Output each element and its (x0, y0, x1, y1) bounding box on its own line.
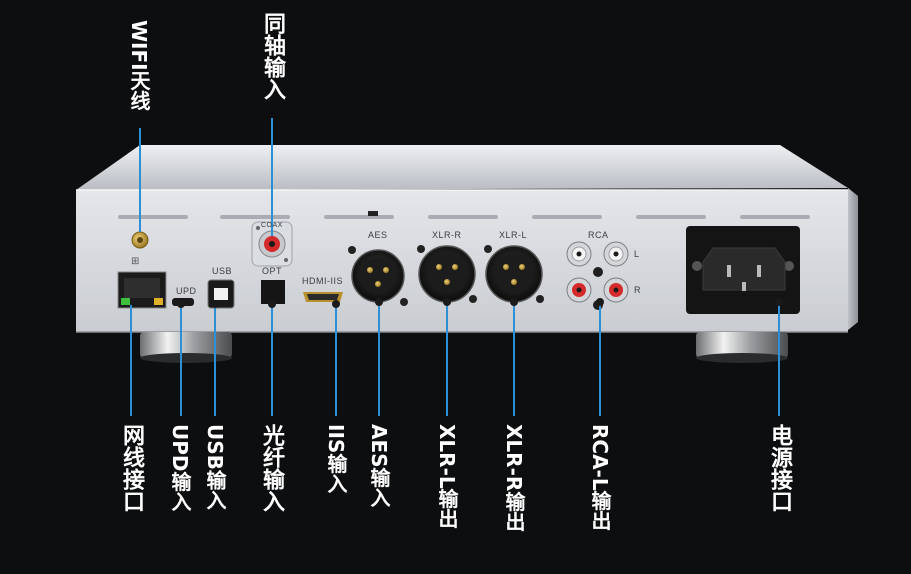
xlr-r-connector (417, 245, 477, 303)
wifi-antenna-connector (131, 231, 149, 249)
label-opt: OPT (262, 266, 283, 276)
ethernet-port (117, 271, 167, 309)
chassis-top (76, 145, 848, 190)
foot-right (696, 332, 788, 363)
label-rca-l: L (634, 249, 640, 259)
label-aes: AES (368, 230, 388, 240)
callout-aes-input: AES输入 (367, 424, 391, 508)
chassis-side (848, 188, 858, 330)
callout-rca-l-output: RCA-L输出 (588, 424, 612, 531)
callout-optical-input: 光纤输入 (259, 424, 284, 512)
rca-output-jacks (566, 241, 629, 310)
callout-xlr-r-output: XLR-R输出 (502, 424, 526, 532)
callout-xlr-l-output: XLR-L输出 (435, 424, 459, 529)
label-xlr-l: XLR-L (499, 230, 528, 240)
callout-coax-input: 同轴输入 (260, 12, 285, 100)
leader-dots (177, 298, 783, 308)
label-rca: RCA (588, 230, 609, 240)
label-upd: UPD (176, 286, 197, 296)
label-rca-r: R (634, 285, 641, 295)
optical-port (261, 280, 285, 304)
callout-upd-input: UPD输入 (168, 424, 192, 512)
callout-network-port: 网线接口 (119, 424, 144, 512)
foot-left (140, 332, 232, 363)
hdmi-port (303, 292, 343, 302)
label-usb: USB (212, 266, 233, 276)
leader-lines (130, 118, 780, 416)
aes-xlr-connector (348, 246, 408, 306)
xlr-l-connector (484, 245, 544, 303)
callout-wifi-antenna: WIFI天线 (127, 20, 151, 111)
callout-iis-input: IIS输入 (324, 424, 348, 494)
callout-power-port: 电源接口 (767, 424, 792, 512)
label-coax: COAX (261, 222, 283, 229)
power-inlet (686, 226, 800, 314)
network-icon: ⊞ (131, 256, 139, 267)
label-hdmi-iis: HDMI-IIS (302, 276, 343, 286)
callout-usb-input: USB输入 (203, 424, 227, 510)
label-xlr-r: XLR-R (432, 230, 462, 240)
